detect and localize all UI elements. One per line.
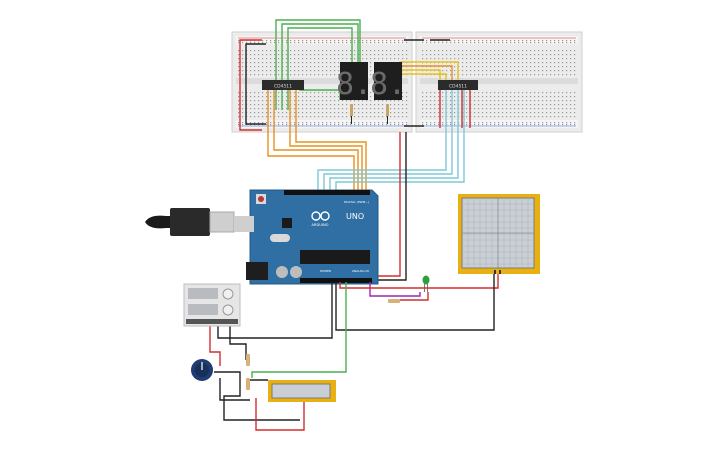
dual-power-supply[interactable] (183, 283, 241, 327)
svg-text:CD4511: CD4511 (274, 84, 292, 90)
seven-segment-right[interactable]: 8. (370, 62, 406, 102)
led-resistor (388, 299, 400, 303)
arduino-logo (311, 211, 330, 221)
green-led[interactable] (422, 275, 430, 293)
pot-resistors (246, 354, 250, 390)
svg-text:8.: 8. (336, 67, 372, 102)
svg-text:UNO: UNO (346, 212, 364, 221)
left-chip[interactable]: CD4511 (262, 80, 304, 90)
wires-to-arduino (267, 90, 465, 281)
svg-text:8.: 8. (370, 67, 406, 102)
segment-resistors (350, 104, 389, 124)
potentiometer-knob[interactable] (191, 359, 213, 381)
seven-segment-left[interactable]: 8. (336, 62, 372, 102)
right-chip[interactable]: CD4511 (438, 80, 478, 90)
wires-bottom (209, 274, 499, 431)
svg-text:POWER: POWER (320, 269, 331, 273)
svg-text:DIGITAL (PWM~): DIGITAL (PWM~) (344, 200, 369, 204)
svg-text:ARDUINO: ARDUINO (312, 223, 329, 227)
svg-text:ANALOG IN: ANALOG IN (352, 269, 369, 273)
usb-cable[interactable] (145, 208, 235, 236)
arduino-uno-board[interactable]: ARDUINO UNO DIGITAL (PWM~) POWER ANALOG … (234, 189, 379, 285)
lcd-display[interactable] (268, 380, 336, 402)
svg-text:CD4511: CD4511 (449, 84, 467, 90)
touch-sensor-pad[interactable] (458, 194, 540, 274)
